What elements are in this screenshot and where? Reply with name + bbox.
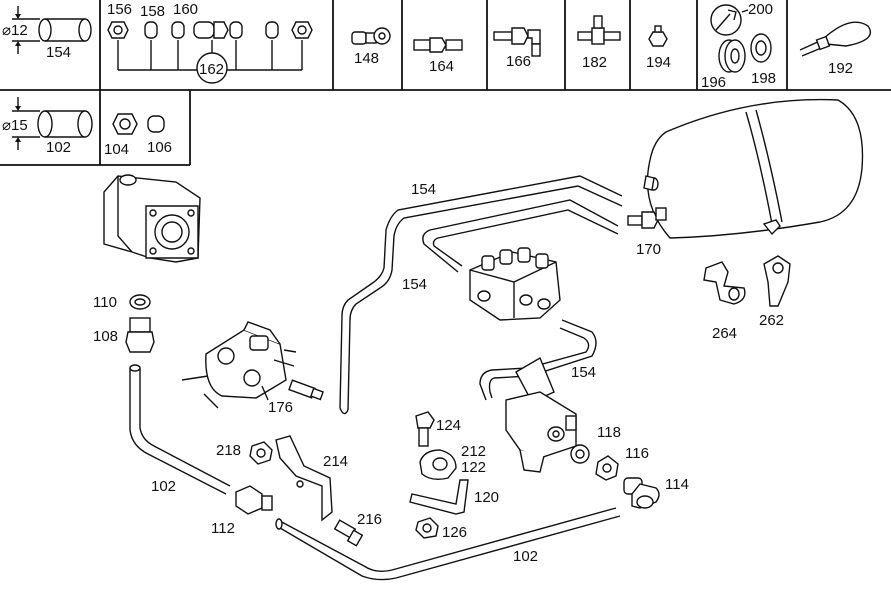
legend-grid xyxy=(0,0,891,166)
hose-connector-164: 164 xyxy=(413,37,463,75)
label-126: 126 xyxy=(442,524,467,541)
label-218: 218 xyxy=(216,442,241,459)
union-112: 112 xyxy=(211,485,273,537)
wrench-callout xyxy=(710,4,742,36)
label-212: 212 xyxy=(461,443,486,460)
label-162: 162 xyxy=(199,61,224,78)
label-170: 170 xyxy=(636,241,661,258)
callout-162 xyxy=(196,52,228,84)
nut-116: 116 xyxy=(595,445,649,481)
label-182: 182 xyxy=(582,54,607,71)
label-176: 176 xyxy=(268,399,293,416)
tube-12-diameter: ⌀12 xyxy=(2,22,28,39)
elbow-114: 114 xyxy=(623,476,689,509)
label-216: 216 xyxy=(357,511,382,528)
pipe-154-long: 154 xyxy=(339,175,623,415)
protection-valve xyxy=(469,247,561,321)
banjo-fitting-148: 148 xyxy=(351,27,391,67)
label-264: 264 xyxy=(712,325,737,342)
clamp-212: 212 122 xyxy=(419,443,486,481)
air-tank xyxy=(643,98,864,239)
label-102-left: 102 xyxy=(151,478,176,495)
compressor-block xyxy=(103,174,201,263)
label-198: 198 xyxy=(751,70,776,87)
cable-tie-192: 192 xyxy=(799,21,872,77)
tee-connector-182: 182 xyxy=(577,15,621,71)
ring-106 xyxy=(147,115,165,133)
tank-fitting-170: 170 xyxy=(627,207,667,258)
screw-176: 176 xyxy=(268,379,324,416)
label-106: 106 xyxy=(147,139,172,156)
label-154-lower: 154 xyxy=(571,364,596,381)
label-192: 192 xyxy=(828,60,853,77)
label-194: 194 xyxy=(646,54,671,71)
pipe-154-mid: 154 xyxy=(402,199,619,293)
label-116: 116 xyxy=(625,445,649,462)
fitting-108: 108 xyxy=(93,317,155,353)
nut-218: 218 xyxy=(216,441,273,465)
bracket-264: 264 xyxy=(703,261,746,342)
label-110: 110 xyxy=(93,294,117,311)
elbow-connector-166: 166 xyxy=(493,27,541,70)
governor-valve xyxy=(181,321,297,409)
pipe-102-left: 102 xyxy=(129,364,231,495)
plug-194: 194 xyxy=(646,25,671,71)
seal-110: 110 xyxy=(93,294,151,311)
label-262: 262 xyxy=(759,312,784,329)
tube-12-legend: ⌀12 154 xyxy=(2,6,92,61)
bolt-124: 124 xyxy=(415,411,461,447)
bracket-262: 262 xyxy=(759,255,791,329)
label-112: 112 xyxy=(211,520,235,537)
label-166: 166 xyxy=(506,53,531,70)
label-158: 158 xyxy=(140,3,165,20)
union-fitting xyxy=(193,21,215,39)
label-154-top: 154 xyxy=(411,181,436,198)
label-148: 148 xyxy=(354,50,379,67)
tube-15-part: 102 xyxy=(46,139,71,156)
nuts-legend: 104 106 xyxy=(104,113,172,158)
bracket-214: 214 xyxy=(275,435,348,522)
ring-160 xyxy=(171,21,185,39)
label-156: 156 xyxy=(107,1,132,18)
bracket-120: 120 xyxy=(409,479,499,515)
label-164: 164 xyxy=(429,58,454,75)
tube-15-legend: ⌀15 102 xyxy=(2,97,93,156)
tool-kit: 200 196 198 xyxy=(701,1,776,91)
ring-118: 118 xyxy=(570,424,621,464)
tube-12-part: 154 xyxy=(46,44,71,61)
label-154-mid: 154 xyxy=(402,276,427,293)
pressure-regulator xyxy=(505,356,577,473)
label-114: 114 xyxy=(665,476,689,493)
label-200: 200 xyxy=(748,1,773,18)
label-214: 214 xyxy=(323,453,348,470)
label-118: 118 xyxy=(597,424,621,441)
label-104: 104 xyxy=(104,141,129,158)
bolt-216: 216 xyxy=(333,511,382,547)
label-196: 196 xyxy=(701,74,726,91)
label-102-bottom: 102 xyxy=(513,548,538,565)
tube-15-diameter: ⌀15 xyxy=(2,117,28,134)
label-124: 124 xyxy=(436,417,461,434)
ring-158 xyxy=(144,21,158,39)
nut-126: 126 xyxy=(415,517,467,541)
label-120: 120 xyxy=(474,489,499,506)
label-108: 108 xyxy=(93,328,118,345)
fittings-row: 156 158 160 162 xyxy=(107,1,313,84)
pipe-102-bottom: 102 xyxy=(275,507,621,581)
label-160: 160 xyxy=(173,1,198,18)
label-122: 122 xyxy=(461,459,486,476)
